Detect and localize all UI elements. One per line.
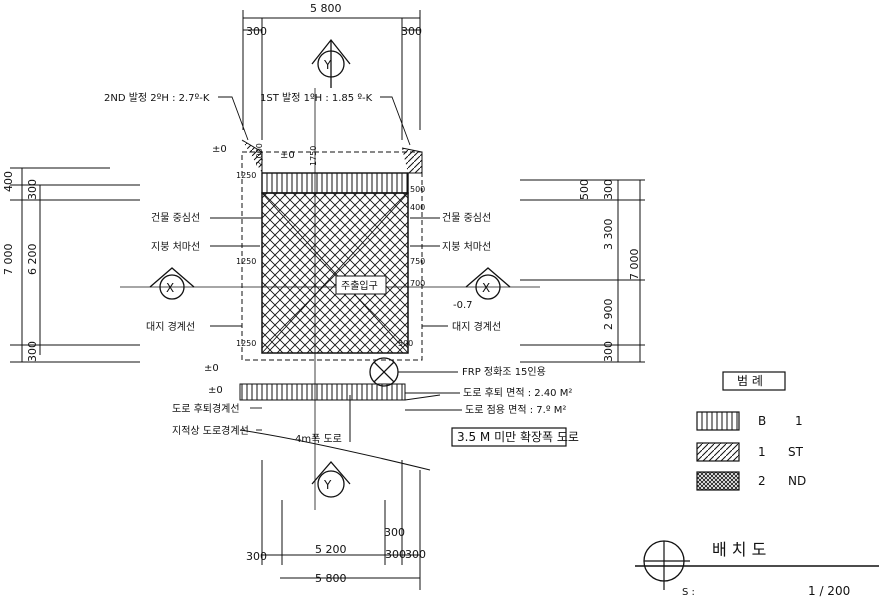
legend-item-3-symbol: 2: [758, 474, 766, 488]
site-boundary-left-label: 대지 경계선: [146, 320, 195, 333]
level-bottom-left: ±0: [204, 363, 219, 374]
axis-marker-y-bottom: [311, 461, 351, 498]
septic-tank-symbol: [369, 357, 399, 387]
axis-x-label-left: X: [166, 281, 174, 295]
bottom-mid-b: 300: [385, 548, 406, 561]
leader-lines: [210, 96, 462, 431]
legend-swatch-2nd: [696, 471, 740, 491]
level-top: ±0: [280, 150, 295, 161]
drawing-title: 배 치 도: [712, 540, 766, 559]
legend-item-2-symbol: 1: [758, 445, 766, 459]
legend-item-3-label: ND: [788, 474, 806, 488]
bottom-width-dim: 5 200: [315, 543, 347, 556]
axis-y-label-bottom: Y: [323, 478, 332, 492]
right-lower-dim: 2 900: [602, 299, 615, 331]
vertical-note-2: 1750: [309, 146, 318, 166]
bottom-dimension: [261, 460, 421, 590]
right-top-small-dim: 300: [602, 179, 615, 200]
entrance-label: 주출입구: [341, 279, 378, 292]
building-basement-strip: [261, 172, 409, 194]
vertical-note-1: 2,000: [255, 143, 264, 166]
small-1250c: 1250: [236, 339, 256, 348]
scale-label: 1 / 200: [808, 584, 850, 598]
level-left: ±0: [212, 144, 227, 155]
entrance-box: [335, 275, 387, 295]
top-left-setback: 300: [246, 25, 267, 38]
small-400: 400: [410, 203, 425, 212]
cadastral-boundary-label: 지적상 도로경계선: [172, 424, 249, 437]
axis-marker-y-top: [311, 38, 351, 88]
level-right: -0.7: [453, 300, 473, 311]
second-floor-setback-label: 2ND 발정 2ºH : 2.7º-K: [104, 92, 210, 104]
road-strip: [239, 383, 406, 401]
bottom-left-setback: 300: [246, 550, 267, 563]
title-block: 배 치 도 S : 1 / 200: [635, 540, 879, 598]
bottom-right-setback: 300: [405, 548, 426, 561]
small-500: 500: [410, 185, 425, 194]
small-1250: 1250: [236, 171, 256, 180]
right-total-dim: 7 000: [628, 249, 641, 281]
top-right-setback: 300: [401, 25, 422, 38]
roof-edge-right-label: 지붕 처마선: [442, 241, 491, 253]
axis-x-label-right: X: [482, 281, 490, 295]
road-width-label: 4m폭 도로: [295, 433, 342, 445]
right-bottom-dim: 300: [602, 341, 615, 362]
small-750: 750: [410, 257, 425, 266]
wall-center-right-label: 건물 중심선: [442, 212, 491, 224]
left-top-small-dim: 300: [26, 179, 39, 200]
legend-title-box: [722, 371, 786, 391]
site-boundary: [241, 151, 423, 361]
left-main-dim: 6 200: [26, 244, 39, 276]
first-floor-setback-label: 1ST 발정 1ºH : 1.85 º-K: [260, 92, 373, 104]
wall-center-left-label: 건물 중심선: [151, 212, 200, 224]
right-dimension: [520, 179, 645, 363]
legend-swatch-1st: [696, 442, 740, 462]
legend-item-2-label: ST: [788, 445, 804, 459]
road-note-box: [451, 427, 567, 447]
left-top-dim: 400: [2, 171, 15, 192]
septic-tank-label: FRP 정화조 15인용: [462, 366, 546, 378]
left-total-dim: 7 000: [2, 244, 15, 276]
road-boundary-label: 도로 후퇴경계선: [172, 402, 240, 415]
road-area-label: 도로 후퇴 면적 : 2.40 M²: [463, 387, 572, 399]
small-1250b: 1250: [236, 257, 256, 266]
bottom-mid-a: 300: [384, 526, 405, 539]
axis-y-label-top: Y: [323, 58, 332, 72]
right-top-dim: 500: [578, 179, 591, 200]
legend: 범 례 B 1 1 ST 2 ND: [696, 371, 806, 491]
left-dimension: [10, 167, 140, 363]
roof-edge-left-label: 지붕 처마선: [151, 241, 200, 253]
legend-item-1-label: 1: [795, 414, 803, 428]
legend-item-1-symbol: B: [758, 414, 766, 428]
left-bottom-dim: 300: [26, 341, 39, 362]
site-boundary-right-label: 대지 경계선: [452, 320, 501, 333]
s-label: S :: [682, 587, 695, 598]
road-share-area-label: 도로 점용 면적 : 7.º M²: [465, 404, 566, 416]
legend-swatch-b1: [696, 411, 740, 431]
road-note: 3.5 M 미만 확장폭 도로: [457, 430, 579, 444]
top-dimension: [242, 10, 421, 140]
top-total-dim: 5 800: [310, 2, 342, 15]
small-500b: 500: [398, 339, 413, 348]
top-level-2: ±0: [208, 385, 223, 396]
legend-title: 범 례: [737, 374, 763, 388]
bottom-total-dim: 5 800: [315, 572, 347, 585]
right-upper-dim: 3 300: [602, 219, 615, 251]
small-700: 700: [410, 279, 425, 288]
